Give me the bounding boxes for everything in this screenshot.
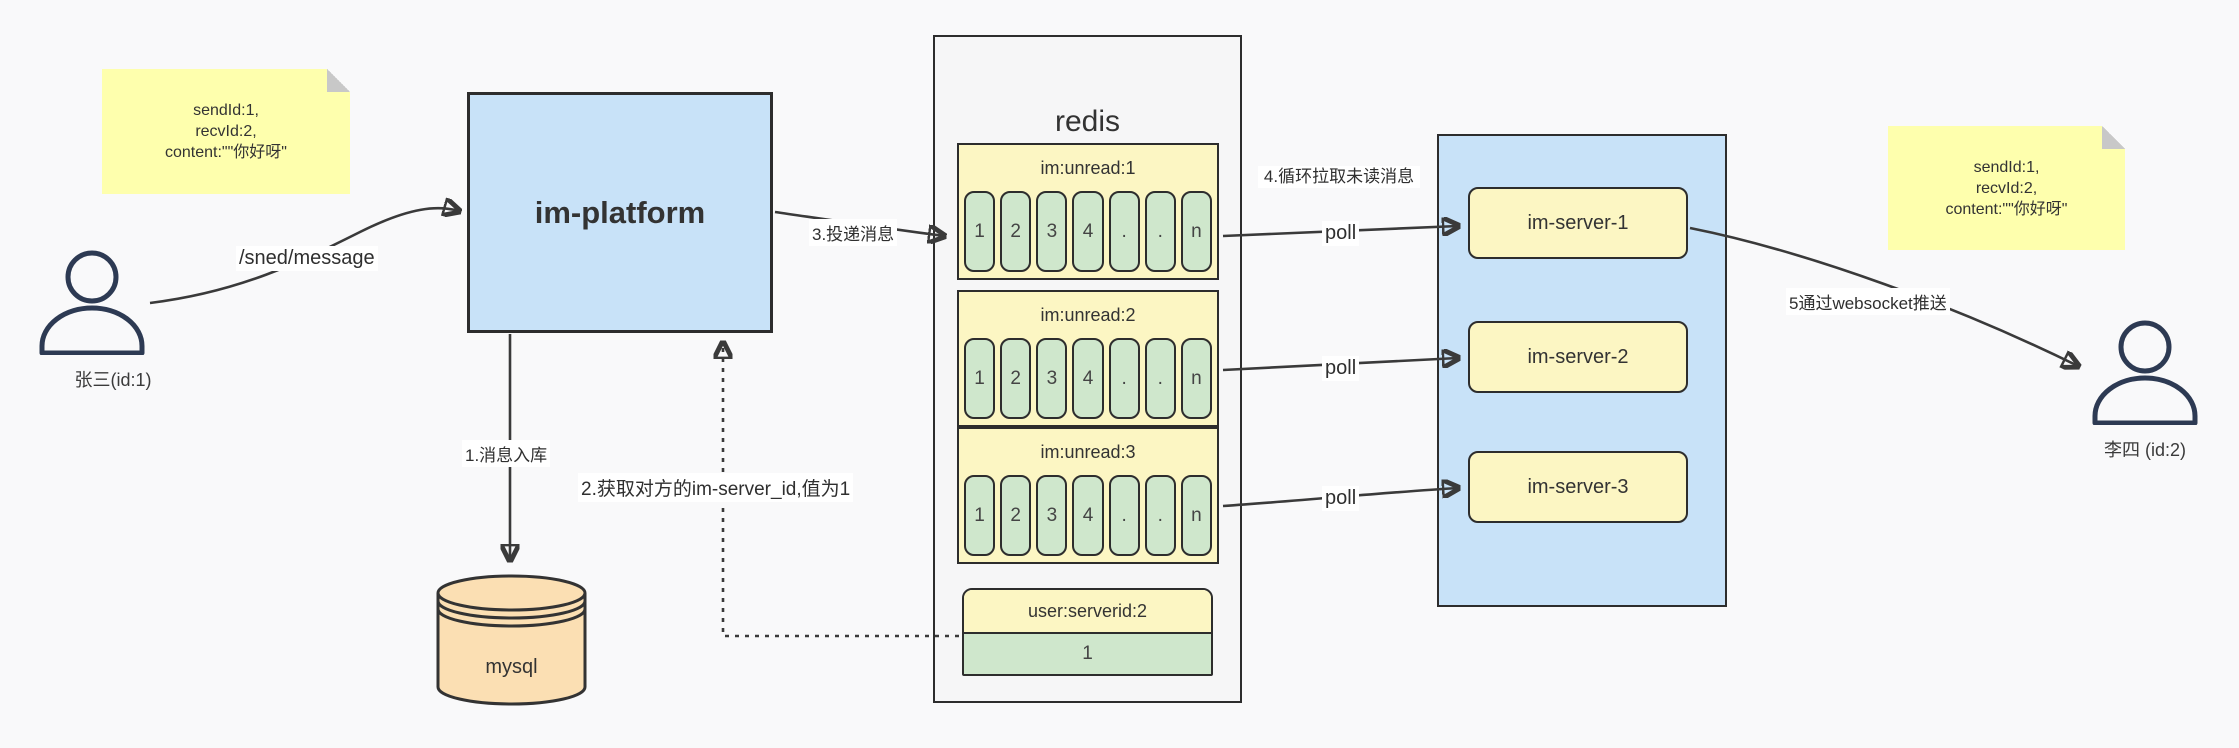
redis-title: redis [1054,105,1121,138]
note-line: sendId:1, [193,102,259,119]
queue-cell: 3 [1036,191,1068,272]
edge-label-poll1: poll [1322,221,1360,246]
queue-cell: 2 [1000,475,1032,556]
receiver-label: 李四 (id:2) [2103,440,2186,460]
im-server-3-label: im-server-3 [1527,475,1629,498]
queue-cell: 3 [1036,338,1068,419]
edge-label-poll3: poll [1322,486,1360,511]
mysql-database: mysql [435,570,588,710]
queue-cell: . [1144,338,1176,419]
user-serverid-header: user:serverid:2 [964,590,1211,634]
edge-label-step1: 1.消息入库 [462,440,551,467]
database-cylinder-icon [436,574,587,706]
queue-cell: . [1144,475,1176,556]
queue-cell: n [1180,191,1212,272]
queue-cell: . [1108,191,1140,272]
sender-label: 张三(id:1) [74,370,152,390]
user-serverid-value: 1 [964,634,1211,674]
message-note-left: sendId:1, recvId:2, content:""你好呀" [102,69,350,194]
queue-cell: . [1144,191,1176,272]
queue-header: im:unread:3 [1040,442,1136,462]
queue-cell: 4 [1072,338,1104,419]
edge-label-poll2: poll [1322,356,1360,381]
note-line: content:""你好呀" [165,144,287,161]
queue-cell: 4 [1072,475,1104,556]
user-serverid-box: user:serverid:2 1 [962,588,1213,676]
note-line: recvId:2, [1975,179,2038,197]
queue-cell: 2 [1000,338,1032,419]
queue-cell: . [1108,338,1140,419]
queue-header: im:unread:1 [1040,158,1136,178]
queue-cell: 2 [1000,191,1032,272]
edge-label-step2: 2.获取对方的im-server_id,值为1 [578,473,854,502]
queue-cell: 1 [964,338,996,419]
edge-label-step3: 3.投递消息 [809,219,898,246]
edge-label-step5: 5通过websocket推送 [1786,288,1950,315]
im-server-1-label: im-server-1 [1527,211,1629,234]
edge-label-send-message: /sned/message [236,246,378,271]
redis-container: redis im:unread:1 1 2 3 4 . . n im:unrea… [933,35,1242,703]
im-server-group: im-server-1 im-server-2 im-server-3 [1437,134,1727,607]
im-platform-box: im-platform [467,92,773,333]
message-note-right: sendId:1, recvId:2, content:""你好呀" [1888,126,2125,250]
receiver-user-icon [2092,309,2198,425]
queue-cell: 1 [964,191,996,272]
im-server-3-box: im-server-3 [1468,451,1688,523]
im-server-1-box: im-server-1 [1468,187,1688,259]
sender-user-icon [39,239,145,355]
queue-im-unread-3: im:unread:3 1 2 3 4 . . n [957,427,1219,564]
edge-label-step4: 4.循环拉取未读消息 [1258,166,1420,188]
queue-cells: 1 2 3 4 . . n [964,338,1212,419]
queue-cells: 1 2 3 4 . . n [964,475,1212,556]
queue-cell: 3 [1036,475,1068,556]
queue-header: im:unread:2 [1040,305,1136,325]
queue-cell: n [1180,338,1212,419]
note-line: sendId:1, [1973,158,2040,176]
queue-im-unread-2: im:unread:2 1 2 3 4 . . n [957,290,1219,427]
note-line: content:""你好呀" [1945,200,2068,218]
queue-cells: 1 2 3 4 . . n [964,191,1212,272]
queue-cell: 4 [1072,191,1104,272]
note-line: recvId:2, [195,123,257,140]
queue-cell: n [1180,475,1212,556]
queue-cell: 1 [964,475,996,556]
im-server-2-box: im-server-2 [1468,321,1688,393]
im-server-2-label: im-server-2 [1527,345,1629,368]
im-platform-label: im-platform [534,194,706,230]
queue-cell: . [1108,475,1140,556]
queue-im-unread-1: im:unread:1 1 2 3 4 . . n [957,143,1219,280]
mysql-label: mysql [485,656,538,678]
